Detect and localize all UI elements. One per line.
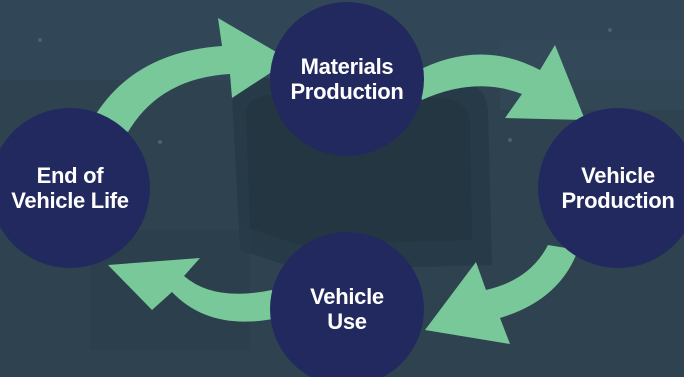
node-label-end-of-vehicle-life: End of Vehicle Life (11, 163, 129, 213)
node-vehicle-production: Vehicle Production (538, 108, 684, 268)
node-materials-production: Materials Production (270, 2, 424, 156)
arrow-materials-to-vehicle-production (415, 45, 585, 120)
node-label-vehicle-production: Vehicle Production (561, 163, 675, 213)
node-vehicle-use: Vehicle Use (270, 232, 424, 377)
arrow-vehicle-use-to-end-of-life (108, 258, 278, 322)
node-label-materials-production: Materials Production (290, 54, 404, 104)
node-label-vehicle-use: Vehicle Use (310, 284, 384, 334)
node-end-of-vehicle-life: End of Vehicle Life (0, 108, 150, 268)
arrow-vehicle-production-to-vehicle-use (425, 245, 578, 344)
arrow-end-of-life-to-materials (96, 18, 290, 132)
